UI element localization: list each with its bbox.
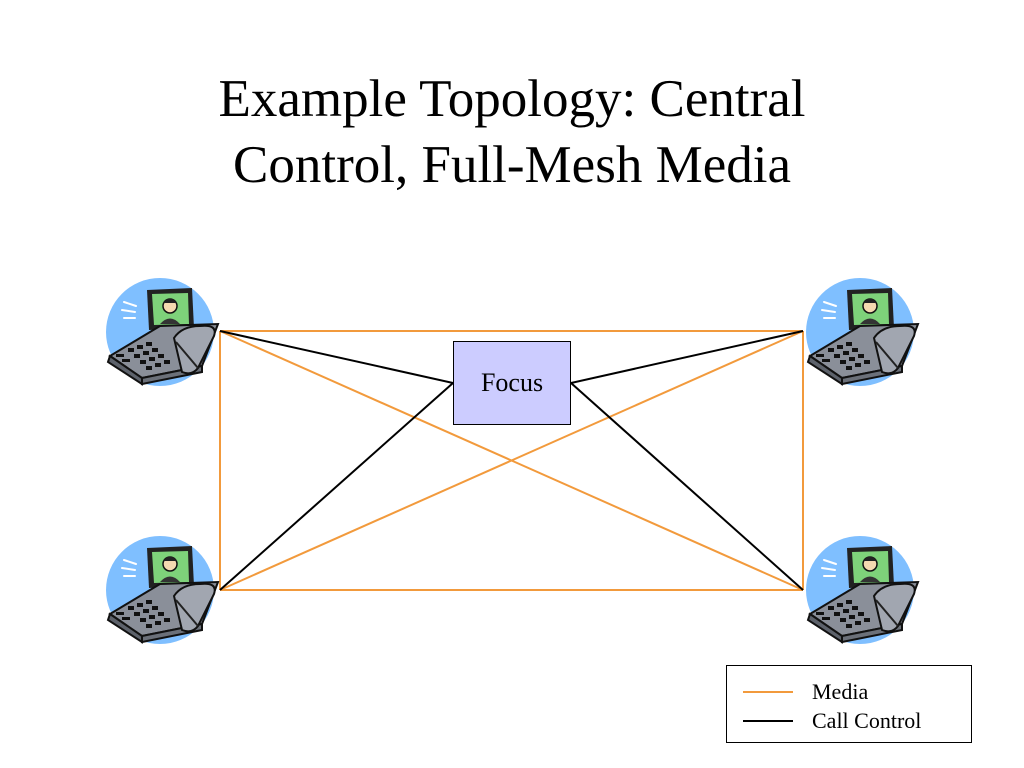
focus-node: Focus	[453, 341, 571, 425]
legend-row-call-control: Call Control	[727, 706, 971, 735]
focus-label: Focus	[480, 368, 544, 397]
video-phone-icon	[806, 536, 920, 644]
title-line-2: Control, Full-Mesh Media	[233, 136, 791, 194]
legend: Media Call Control	[726, 665, 972, 743]
video-phone-icon	[106, 536, 220, 644]
media-link-diagonal-2	[219, 330, 804, 591]
video-phone-icon	[106, 278, 220, 386]
title-line-1: Example Topology: Central	[218, 70, 806, 128]
control-link-bottom-right	[570, 382, 804, 591]
video-phone-icon	[806, 278, 920, 386]
legend-swatch-call-control	[743, 719, 793, 722]
legend-label-media: Media	[812, 678, 869, 704]
slide-title: Example Topology: Central Control, Full-…	[0, 66, 1024, 198]
phone-bottom-left	[102, 534, 222, 644]
phone-bottom-right	[802, 534, 922, 644]
control-link-top-right	[570, 330, 804, 384]
phone-top-right	[802, 276, 922, 386]
legend-row-media: Media	[727, 677, 971, 706]
control-link-top-left	[219, 330, 454, 384]
legend-swatch-media	[743, 690, 793, 693]
control-link-bottom-left	[219, 382, 454, 591]
phone-top-left	[102, 276, 222, 386]
legend-label-call-control: Call Control	[812, 707, 922, 733]
